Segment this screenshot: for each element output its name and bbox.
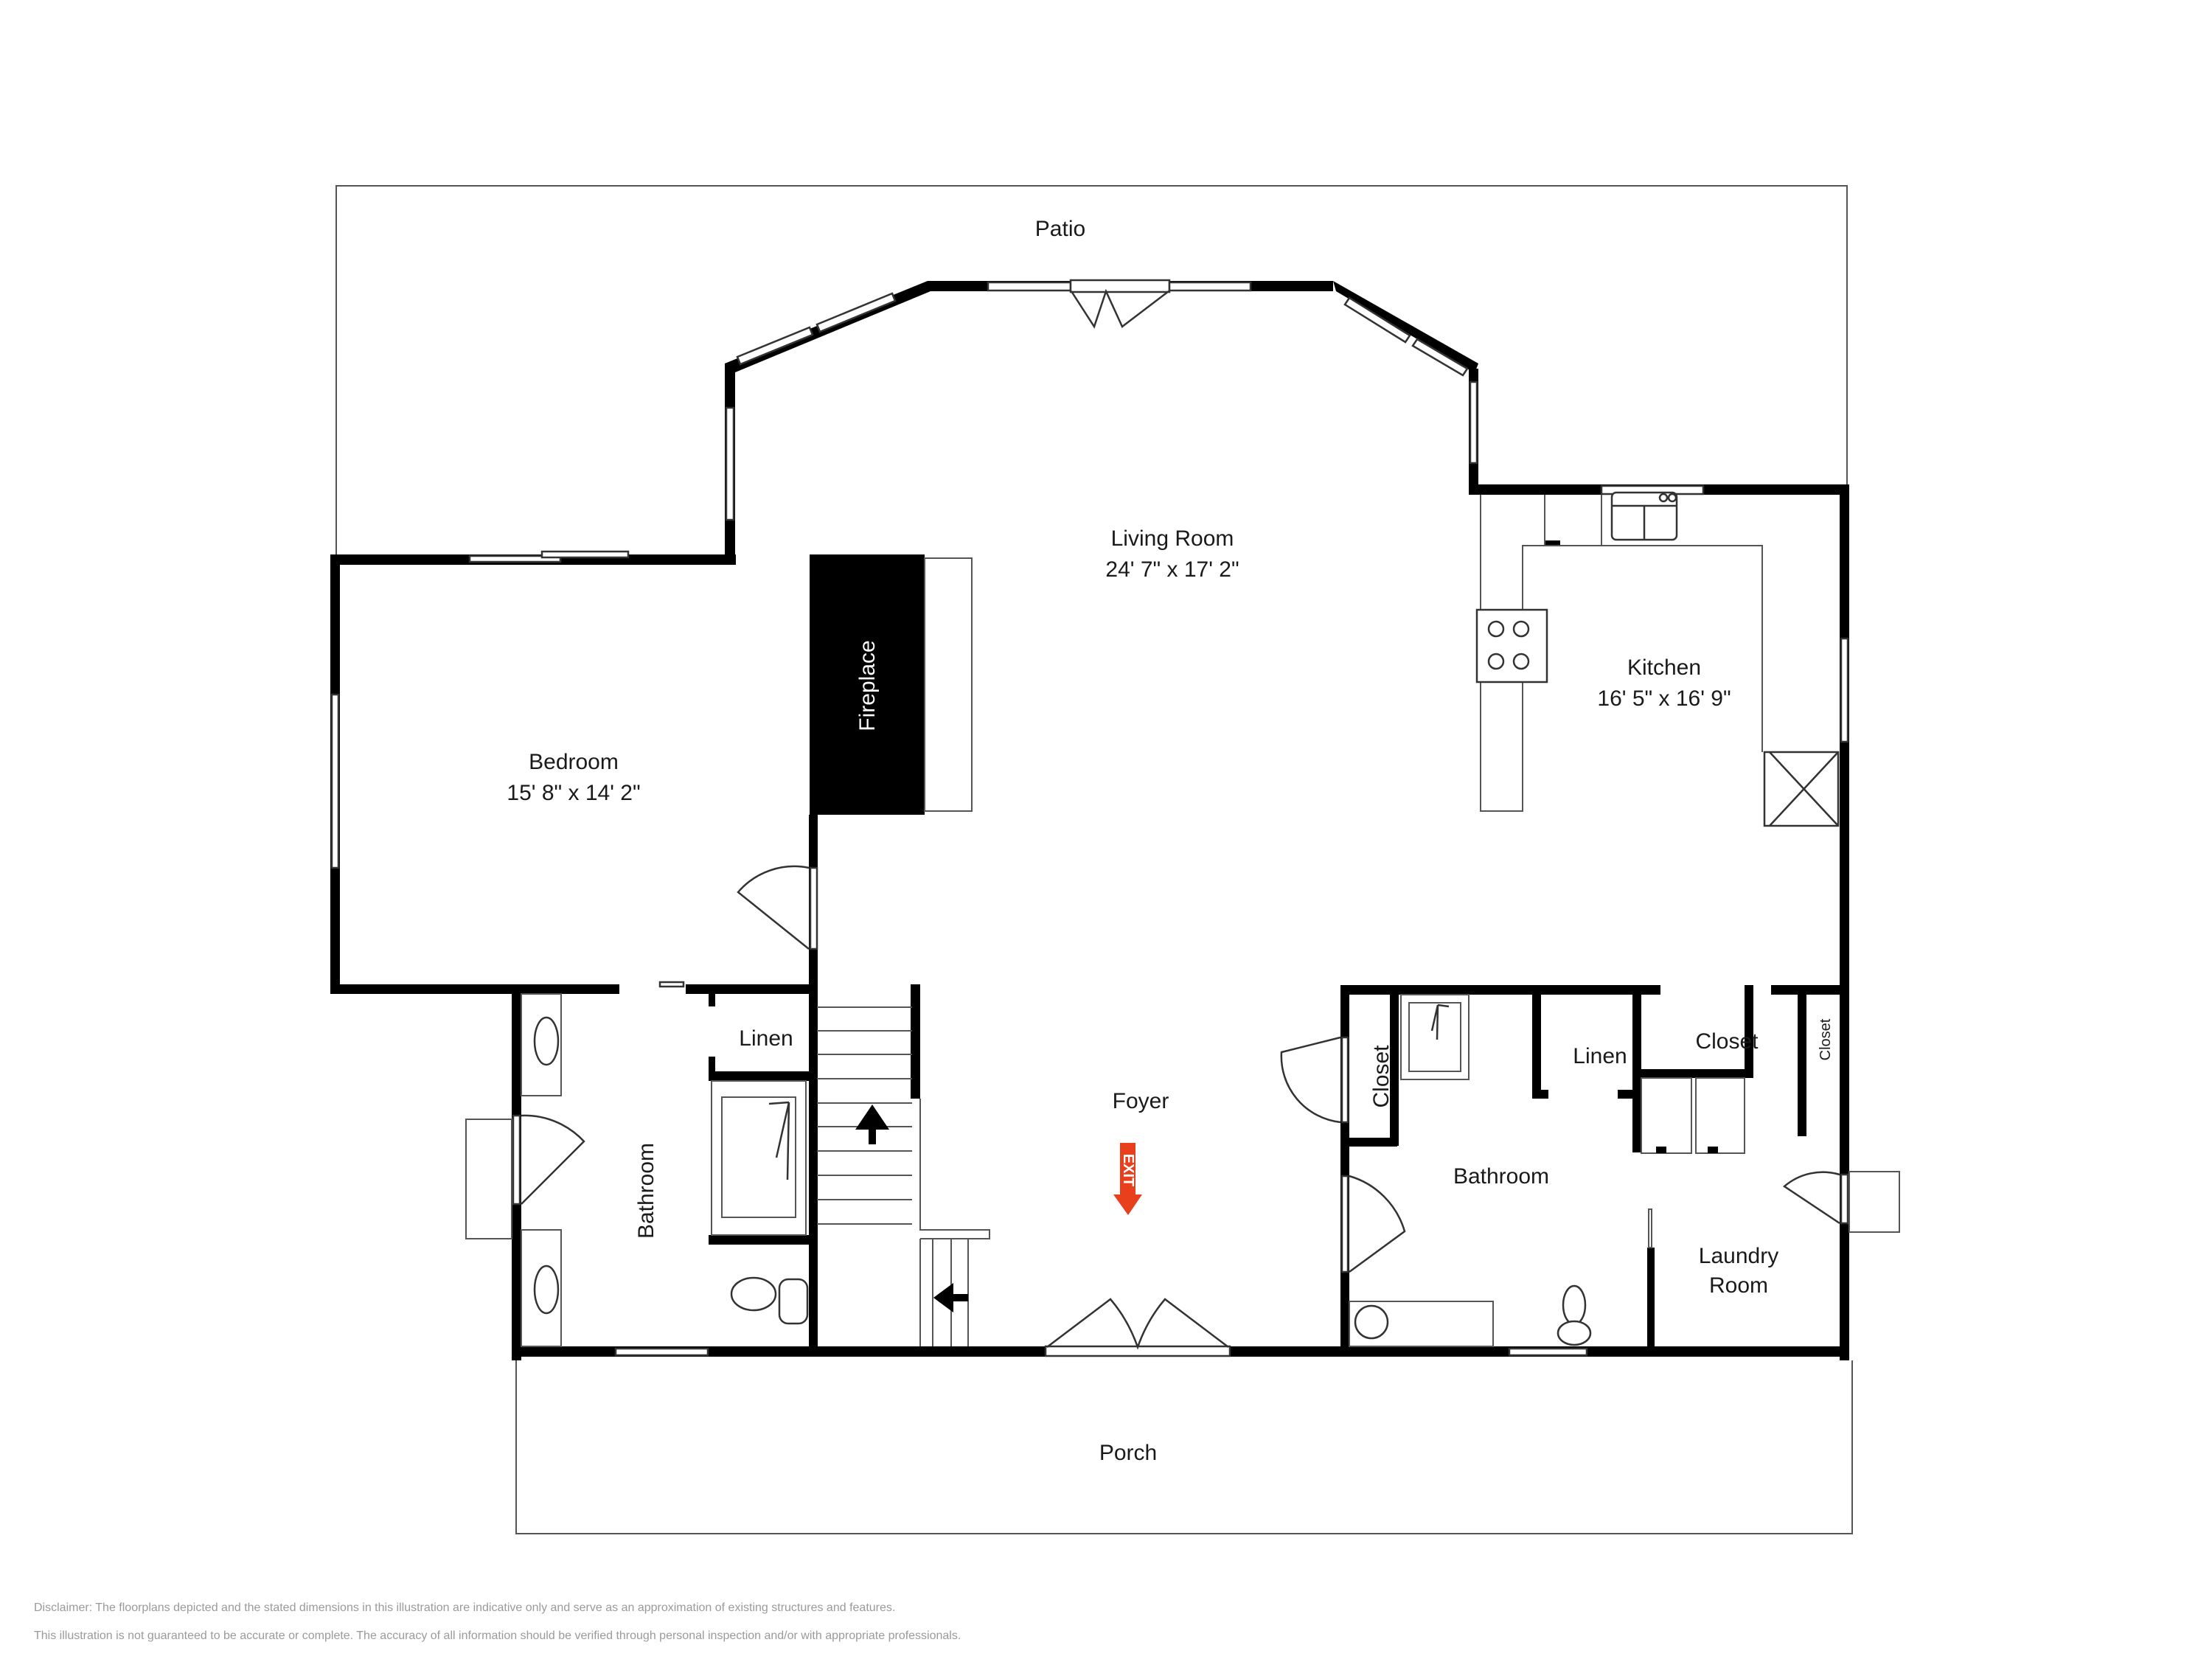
foyer-label: Foyer bbox=[1113, 1089, 1169, 1113]
disclaimer-line-1: Disclaimer: The floorplans depicted and … bbox=[34, 1601, 896, 1614]
disclaimer-line-2: This illustration is not guaranteed to b… bbox=[34, 1630, 961, 1642]
bathroom-left-label: Bathroom bbox=[634, 1143, 658, 1239]
bedroom-dimensions: 15' 8" x 14' 2" bbox=[507, 781, 640, 805]
bedroom-walls bbox=[330, 550, 818, 1355]
refrigerator-icon bbox=[1763, 751, 1840, 827]
linen-left-label: Linen bbox=[739, 1026, 793, 1051]
staircase bbox=[817, 984, 990, 1346]
linen-right-label: Linen bbox=[1573, 1044, 1627, 1068]
patio-label: Patio bbox=[1035, 217, 1085, 241]
stairs-down-arrow-icon bbox=[933, 1283, 968, 1312]
closet-narrow-label: Closet bbox=[1818, 1018, 1834, 1060]
right-wing-walls bbox=[1280, 985, 1845, 1357]
porch-label: Porch bbox=[1099, 1441, 1157, 1465]
kitchen-label: Kitchen bbox=[1627, 655, 1701, 680]
bedroom-label: Bedroom bbox=[529, 750, 619, 774]
fireplace-label: Fireplace bbox=[855, 640, 880, 731]
right-bathroom-fixtures bbox=[1349, 1284, 1592, 1347]
stove-icon bbox=[1475, 608, 1548, 684]
bathroom-right-label: Bathroom bbox=[1453, 1164, 1549, 1189]
exit-sign-label: EXIT bbox=[1120, 1154, 1136, 1186]
closet-hall-label: Closet bbox=[1369, 1045, 1394, 1108]
closet-laundry-label: Closet bbox=[1695, 1029, 1759, 1054]
kitchen-counters bbox=[1480, 495, 1763, 812]
front-door bbox=[1044, 1298, 1231, 1357]
kitchen-walls bbox=[1469, 484, 1900, 1360]
fireplace: Fireplace bbox=[810, 554, 973, 815]
porch-area bbox=[515, 1360, 1853, 1534]
vanity-sinks bbox=[521, 993, 562, 1347]
shower-icon bbox=[711, 1080, 807, 1236]
stairs-up-arrow-icon bbox=[855, 1105, 889, 1144]
toilet-icon bbox=[730, 1276, 809, 1325]
kitchen-sink-icon bbox=[1610, 491, 1678, 541]
patio-area bbox=[335, 185, 1848, 554]
living-room-dimensions: 24' 7" x 17' 2" bbox=[1105, 557, 1239, 582]
laundry-room-label-line1: Laundry bbox=[1699, 1244, 1778, 1268]
exit-arrow-icon: EXIT bbox=[1113, 1143, 1142, 1215]
living-room-walls bbox=[725, 279, 1478, 563]
living-room-label: Living Room bbox=[1111, 526, 1234, 551]
laundry-room-label-line2: Room bbox=[1709, 1273, 1768, 1298]
kitchen-dimensions: 16' 5" x 16' 9" bbox=[1597, 686, 1731, 711]
